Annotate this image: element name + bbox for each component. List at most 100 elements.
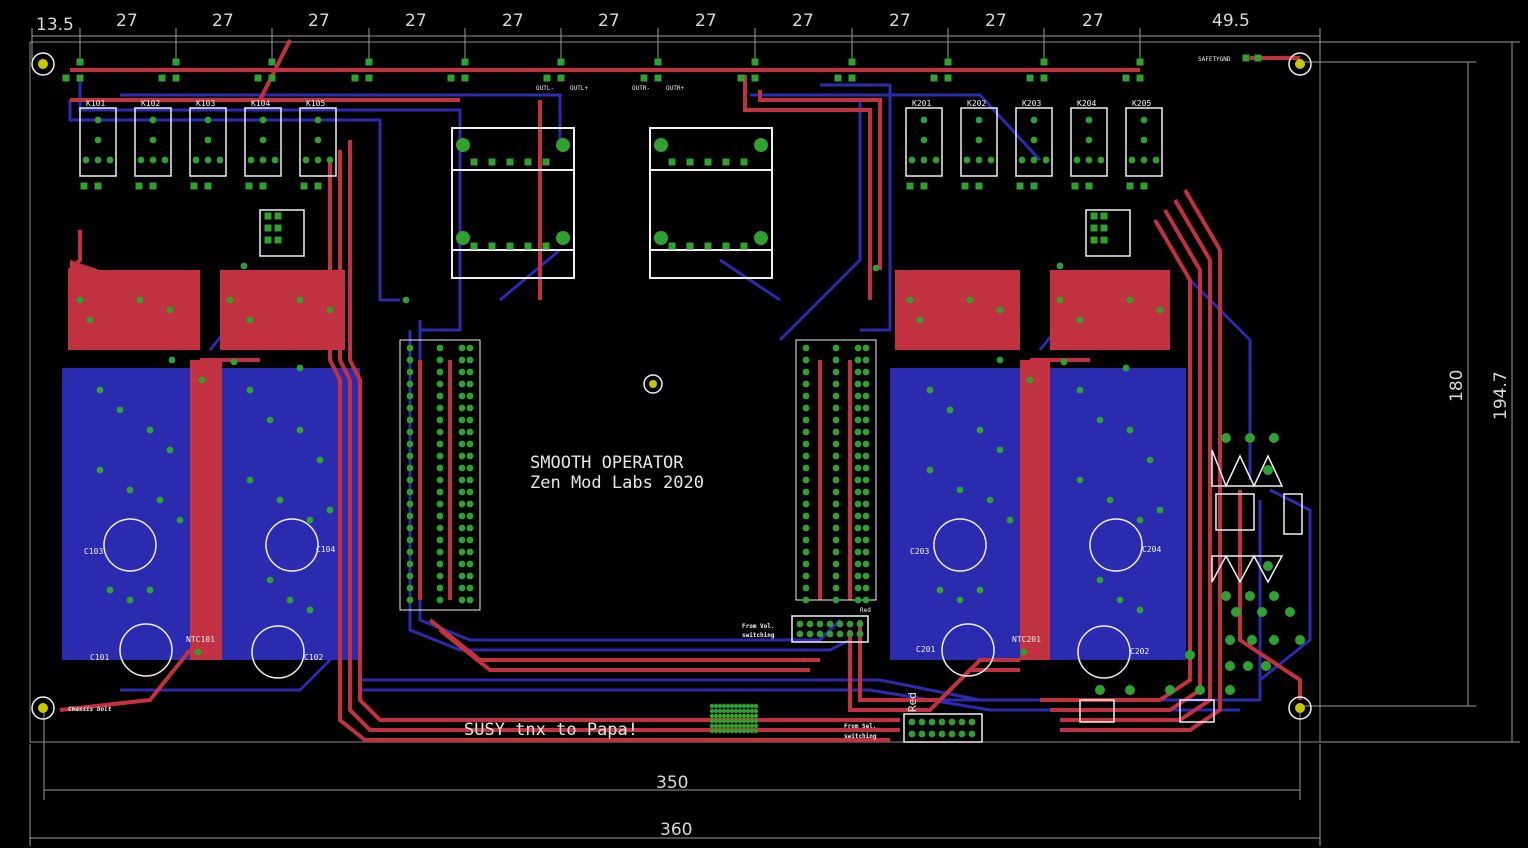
pad — [135, 182, 143, 190]
via — [733, 713, 739, 719]
pad — [1042, 156, 1050, 164]
pad — [976, 426, 984, 434]
pad — [751, 58, 759, 66]
relay-left-2: K103 — [196, 99, 215, 108]
pad — [406, 596, 414, 604]
pad — [1136, 74, 1144, 82]
pad — [230, 358, 238, 366]
ntc-right: NTC201 — [1012, 635, 1041, 644]
pad — [908, 718, 916, 726]
via — [749, 713, 755, 719]
pad — [76, 296, 84, 304]
pad — [274, 212, 282, 220]
pad — [314, 156, 322, 164]
pad — [1016, 182, 1024, 190]
cap-left-2: C101 — [90, 653, 109, 662]
pad — [458, 368, 466, 376]
via — [741, 723, 747, 729]
pad — [466, 524, 474, 532]
pad — [854, 404, 862, 412]
board-title: SMOOTH OPERATOR — [530, 453, 684, 473]
pad — [172, 74, 180, 82]
pad — [406, 560, 414, 568]
pad — [802, 344, 810, 352]
pad — [802, 548, 810, 556]
pad — [856, 620, 864, 628]
via — [713, 703, 719, 709]
pad — [854, 344, 862, 352]
pad — [436, 548, 444, 556]
via — [733, 708, 739, 714]
pad — [968, 718, 976, 726]
pad — [926, 386, 934, 394]
pad — [1140, 182, 1148, 190]
via — [749, 723, 755, 729]
via — [733, 728, 739, 734]
via — [733, 718, 739, 724]
pad — [854, 584, 862, 592]
pad — [326, 306, 334, 314]
pad — [259, 182, 267, 190]
pad — [458, 500, 466, 508]
pad — [1096, 576, 1104, 584]
pad — [832, 440, 840, 448]
via — [749, 728, 755, 734]
pad — [436, 440, 444, 448]
via — [737, 713, 743, 719]
out-r-minus: OUTR- — [632, 85, 650, 92]
pad — [918, 730, 926, 738]
pad — [106, 156, 114, 164]
pad — [466, 476, 474, 484]
pad — [542, 242, 550, 250]
pad — [668, 158, 676, 166]
dim-top-3: 27 — [308, 11, 330, 31]
pad — [266, 576, 274, 584]
pad — [406, 380, 414, 388]
pad — [406, 584, 414, 592]
chassis-label: Chassis bolt — [68, 706, 112, 713]
pad — [802, 572, 810, 580]
pad — [1056, 262, 1064, 270]
pad — [126, 596, 134, 604]
pad — [802, 392, 810, 400]
pad — [996, 306, 1004, 314]
pad — [466, 572, 474, 580]
pad — [1126, 296, 1134, 304]
pad — [832, 596, 840, 604]
pad — [975, 156, 983, 164]
pad — [204, 182, 212, 190]
pad — [654, 138, 668, 152]
pad — [854, 416, 862, 424]
pad — [826, 620, 834, 628]
pad — [351, 74, 359, 82]
pad — [406, 572, 414, 580]
relay-left-1: K102 — [141, 99, 160, 108]
pad — [116, 406, 124, 414]
pad — [976, 586, 984, 594]
top-copper — [70, 260, 1170, 660]
cap-left-1: C104 — [316, 545, 335, 554]
pad — [204, 156, 212, 164]
pad — [832, 560, 840, 568]
pad — [872, 264, 880, 272]
via — [721, 718, 727, 724]
pad — [668, 242, 676, 250]
via — [749, 703, 755, 709]
pad — [832, 392, 840, 400]
pad — [1085, 156, 1093, 164]
pad — [802, 596, 810, 604]
pad — [436, 428, 444, 436]
pad — [654, 74, 662, 82]
top-dimension-labels: 13.5 27 27 27 27 27 27 27 27 27 27 27 49… — [36, 11, 1250, 35]
pad — [466, 440, 474, 448]
pad — [470, 242, 478, 250]
pad — [996, 356, 1004, 364]
pad — [854, 548, 862, 556]
pad — [458, 512, 466, 520]
pad — [466, 584, 474, 592]
pad — [938, 730, 946, 738]
via — [713, 708, 719, 714]
pad — [94, 156, 102, 164]
pad — [916, 316, 924, 324]
pad — [832, 464, 840, 472]
